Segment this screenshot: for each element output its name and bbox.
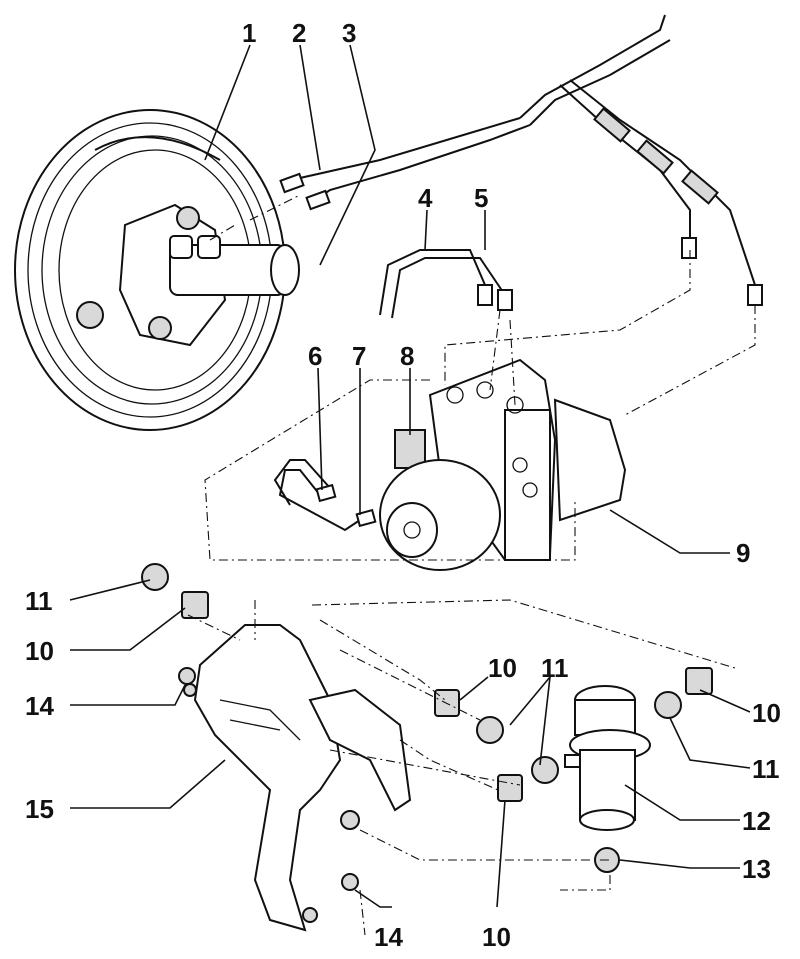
rubber-mount-center [434, 689, 559, 802]
brake-lines-4-5 [379, 249, 513, 319]
master-cylinder [118, 203, 300, 347]
brake-lines-rear [559, 79, 763, 306]
mounting-bracket [183, 624, 412, 932]
callout-15: 15 [25, 794, 54, 824]
bolts [178, 667, 359, 891]
callout-11-center: 11 [541, 653, 569, 683]
callout-12: 12 [742, 806, 771, 836]
vacuum-pump [564, 685, 651, 873]
callout-14-left: 14 [25, 691, 54, 721]
brake-lines-front [279, 14, 671, 211]
assembly-lines [187, 194, 756, 936]
abs-hydraulic-unit [379, 358, 627, 571]
callout-5: 5 [474, 183, 488, 213]
callout-11-left: 11 [25, 586, 53, 616]
callout-10-left: 10 [25, 636, 54, 666]
callout-6: 6 [308, 341, 322, 371]
leader-lines [69, 44, 751, 908]
callout-1: 1 [242, 18, 256, 48]
callout-4: 4 [418, 183, 433, 213]
callout-8: 8 [400, 341, 414, 371]
callout-14-bottom: 14 [374, 922, 403, 952]
rubber-mount-left [141, 563, 209, 619]
callout-3: 3 [342, 18, 356, 48]
callout-10-bottom: 10 [482, 922, 511, 952]
callout-11-right: 11 [752, 754, 780, 784]
callout-2: 2 [292, 18, 306, 48]
callout-9: 9 [736, 538, 750, 568]
callout-10-center: 10 [488, 653, 517, 683]
callout-7: 7 [352, 341, 366, 371]
callout-10-right: 10 [752, 698, 781, 728]
rubber-mount-right [654, 667, 713, 719]
callout-13: 13 [742, 854, 771, 884]
